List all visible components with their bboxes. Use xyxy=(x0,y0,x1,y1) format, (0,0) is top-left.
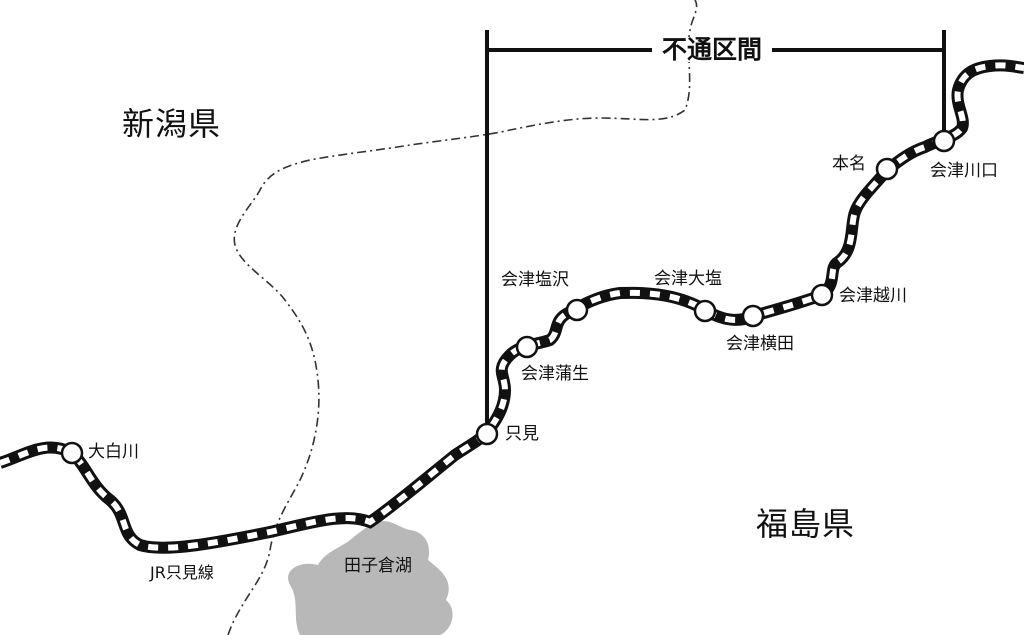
station-marker-aizu-kawaguchi[interactable] xyxy=(932,129,956,153)
station-label-honna: 本名 xyxy=(832,154,866,174)
station-label-aizu-kawaguchi: 会津川口 xyxy=(930,161,998,181)
prefecture-label-fukushima: 福島県 xyxy=(756,505,856,543)
station-marker-tadami[interactable] xyxy=(475,422,499,446)
line-name-label: JR只見線 xyxy=(150,563,214,582)
closed-section-label: 不通区間 xyxy=(652,37,773,62)
prefecture-border xyxy=(227,0,698,635)
station-label-aizu-koshikawa: 会津越川 xyxy=(839,286,907,306)
lake-shape xyxy=(288,521,453,635)
lake-name-label: 田子倉湖 xyxy=(344,556,412,576)
station-label-tadami: 只見 xyxy=(505,424,539,444)
station-label-aizu-gamo: 会津蒲生 xyxy=(521,364,589,384)
station-label-aizu-oshio: 会津大塩 xyxy=(654,269,722,289)
station-marker-aizu-koshikawa[interactable] xyxy=(810,283,834,307)
station-marker-oshirakawa[interactable] xyxy=(60,441,84,465)
station-marker-aizu-yokota[interactable] xyxy=(741,304,765,328)
station-marker-honna[interactable] xyxy=(875,157,899,181)
station-marker-aizu-gamo[interactable] xyxy=(515,335,539,359)
station-label-oshirakawa: 大白川 xyxy=(88,442,139,462)
station-marker-aizu-oshio[interactable] xyxy=(693,299,717,323)
station-label-aizu-shiozawa: 会津塩沢 xyxy=(501,270,569,290)
station-label-aizu-yokota: 会津横田 xyxy=(726,334,794,354)
station-marker-aizu-shiozawa[interactable] xyxy=(565,298,589,322)
prefecture-label-niigata: 新潟県 xyxy=(122,105,222,143)
